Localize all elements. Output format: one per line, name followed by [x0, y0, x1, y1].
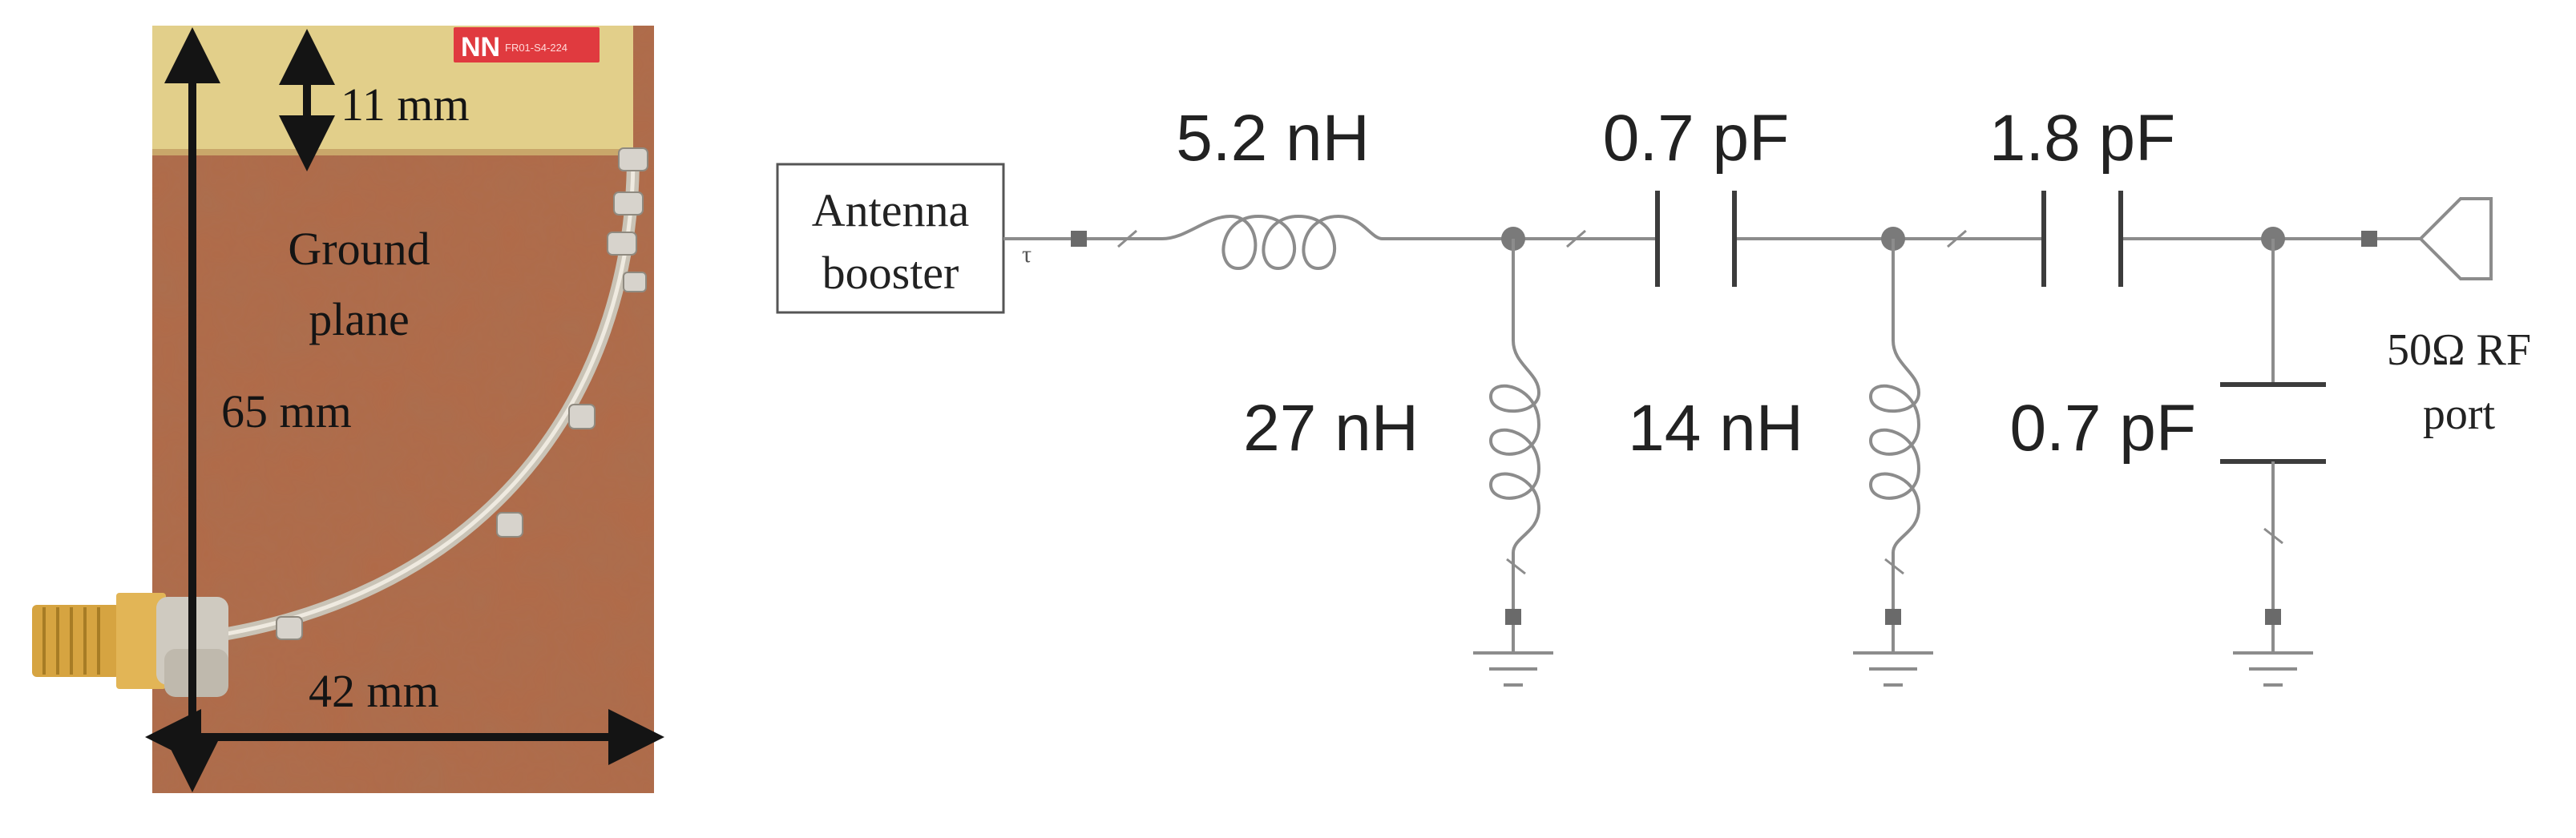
solder-pads	[276, 147, 648, 640]
ground-symbol-3	[2233, 625, 2313, 687]
height-dimension-label: 65 mm	[221, 385, 352, 437]
matching-network-schematic: Antenna booster τ 5.2 nH	[776, 102, 2531, 687]
shunt-capacitor-0-7pf	[2220, 239, 2326, 609]
width-dimension-label: 42 mm	[309, 665, 439, 717]
series-capacitor-0-7pf-label: 0.7 pF	[1603, 102, 1789, 175]
antenna-booster-label-line1: Antenna	[812, 184, 970, 236]
rf-port-label-line2: port	[2423, 389, 2496, 439]
prototype-photo: NN FR01-S4-224	[32, 26, 664, 793]
series-inductor-5-2nh	[1161, 214, 1383, 271]
ground-symbol-2	[1853, 625, 1933, 687]
ground-plane-label-line2: plane	[309, 293, 410, 345]
clearance-edge	[152, 149, 633, 155]
ground-symbol-1	[1473, 625, 1553, 687]
rf-port-label-line1: 50Ω RF	[2387, 325, 2531, 375]
chip-marking: FR01-S4-224	[505, 42, 567, 54]
pin-markers	[1071, 231, 2377, 625]
series-inductor-5-2nh-label: 5.2 nH	[1176, 102, 1370, 175]
source-port-tag: τ	[1022, 241, 1032, 268]
chip-logo: NN	[461, 32, 500, 62]
shunt-inductor-14nh	[1868, 239, 1921, 609]
shunt-inductor-14nh-label: 14 nH	[1628, 392, 1803, 465]
shunt-inductor-27nh-label: 27 nH	[1243, 392, 1419, 465]
antenna-booster-box	[776, 163, 1005, 314]
ground-plane-label-line1: Ground	[288, 223, 430, 275]
series-capacitor-1-8pf	[2041, 191, 2123, 287]
antenna-booster-label-line2: booster	[822, 247, 959, 299]
shunt-inductor-27nh	[1488, 239, 1541, 609]
series-capacitor-0-7pf	[1655, 191, 1737, 287]
sma-connector	[32, 593, 228, 697]
clearance-dimension-label: 11 mm	[341, 79, 470, 131]
shunt-capacitor-0-7pf-label: 0.7 pF	[2010, 392, 2196, 465]
coax-cable-highlight	[174, 154, 636, 643]
rf-port-icon	[2377, 197, 2493, 280]
series-capacitor-1-8pf-label: 1.8 pF	[1989, 102, 2175, 175]
booster-chip	[454, 27, 600, 62]
